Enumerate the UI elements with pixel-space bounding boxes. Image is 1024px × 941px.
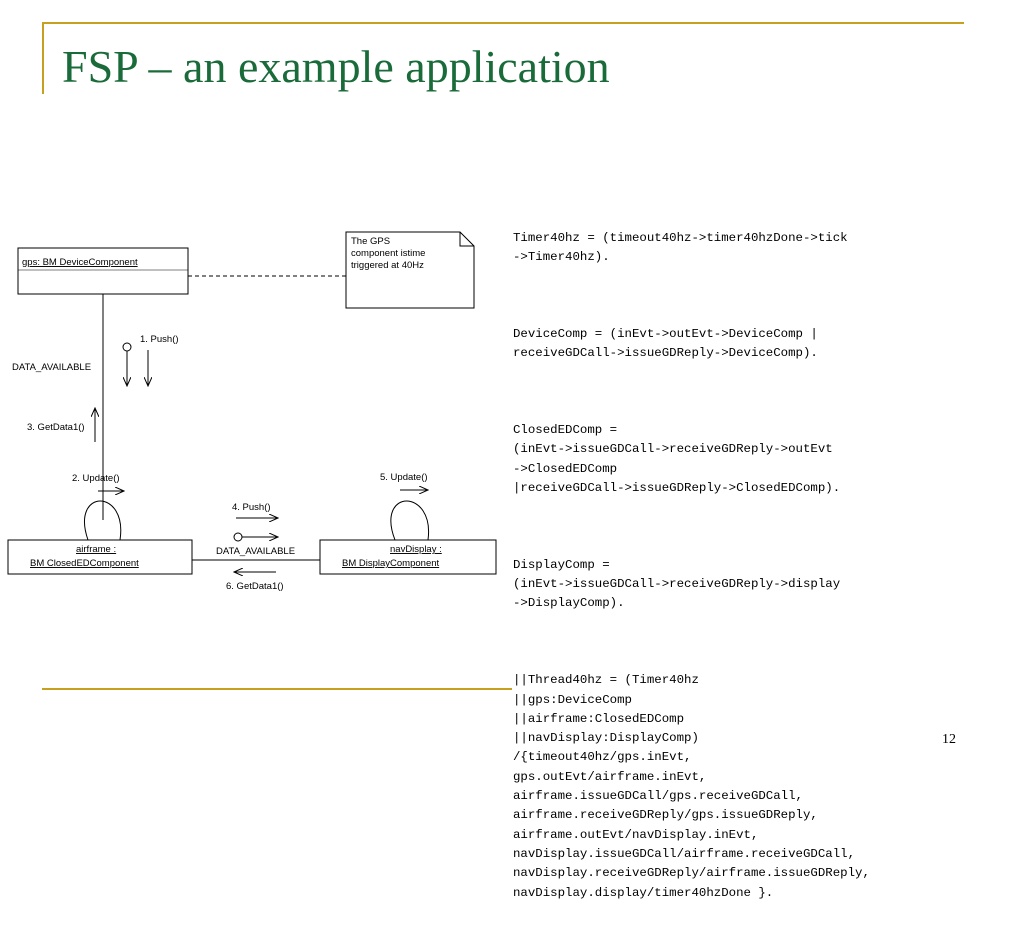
- code-block-timer: Timer40hz = (timeout40hz->timer40hzDone-…: [513, 230, 848, 264]
- msg-data-available-mid: DATA_AVAILABLE: [216, 546, 295, 557]
- data-available-event-icon-2: [233, 532, 243, 542]
- navdisplay-box-label-2: BM DisplayComponent: [342, 558, 440, 569]
- gps-device-component: gps: BM DeviceComponent: [17, 247, 189, 295]
- code-block-closed-ed: ClosedEDComp = (inEvt->issueGDCall->rece…: [513, 422, 841, 495]
- airframe-box-label-2: BM ClosedEDComponent: [30, 558, 139, 569]
- code-block-display: DisplayComp = (inEvt->issueGDCall->recei…: [513, 557, 841, 611]
- code-block-device: DeviceComp = (inEvt->outEvt->DeviceComp …: [513, 326, 818, 361]
- collaboration-diagram: gps: BM DeviceComponent The GPS componen…: [7, 231, 497, 592]
- msg-push-4: 4. Push(): [232, 502, 271, 513]
- slide-title: FSP – an example application: [62, 41, 610, 92]
- note-line-1: The GPS: [351, 236, 390, 247]
- msg-data-available-left: DATA_AVAILABLE: [12, 362, 91, 373]
- bottom-accent-rule: [42, 688, 512, 690]
- navdisplay-self-loop: [390, 500, 429, 541]
- data-available-event-icon: [122, 342, 132, 352]
- top-accent-rule: [42, 22, 964, 24]
- fsp-code-listing: Timer40hz = (timeout40hz->timer40hzDone-…: [513, 190, 1018, 941]
- note-line-3: triggered at 40Hz: [351, 260, 424, 271]
- airframe-closed-ed-component: airframe : BM ClosedEDComponent: [7, 539, 193, 575]
- page-number: 12: [942, 732, 956, 747]
- gps-timing-note: The GPS component istime triggered at 40…: [345, 231, 475, 309]
- left-accent-rule: [42, 22, 44, 94]
- msg-getdata-3: 3. GetData1(): [27, 422, 85, 433]
- msg-update-5: 5. Update(): [380, 472, 428, 483]
- airframe-self-loop: [84, 500, 122, 541]
- msg-update-2: 2. Update(): [72, 473, 120, 484]
- msg-getdata-6: 6. GetData1(): [226, 581, 284, 592]
- navdisplay-display-component: navDisplay : BM DisplayComponent: [319, 539, 497, 575]
- airframe-box-label-1: airframe :: [76, 544, 116, 555]
- note-line-2: component istime: [351, 248, 425, 259]
- code-block-thread: ||Thread40hz = (Timer40hz ||gps:DeviceCo…: [513, 673, 870, 900]
- navdisplay-box-label-1: navDisplay :: [390, 544, 442, 555]
- gps-box-label: gps: BM DeviceComponent: [22, 257, 138, 268]
- msg-push-1: 1. Push(): [140, 334, 179, 345]
